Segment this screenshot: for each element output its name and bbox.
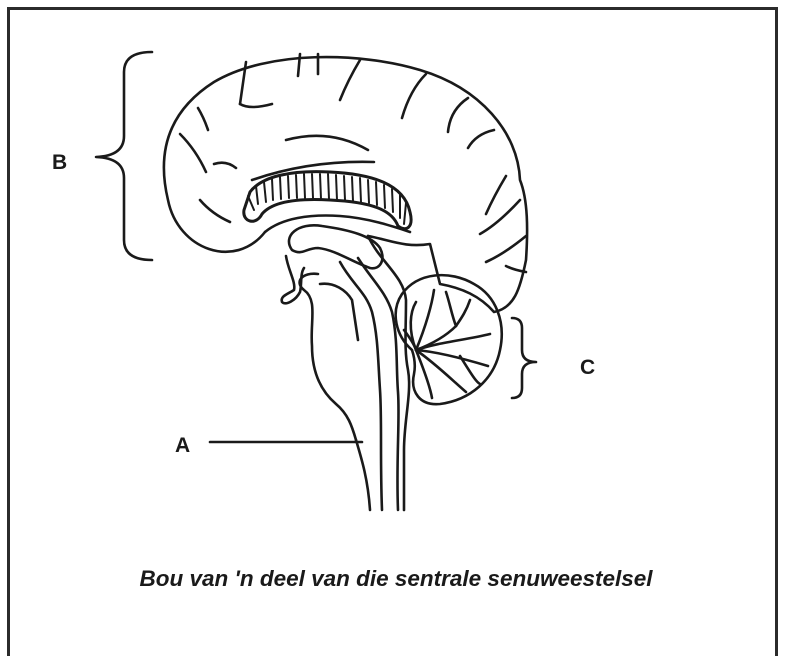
cerebrum-sulci (180, 54, 526, 272)
brainstem-left (356, 440, 370, 510)
label-a: A (175, 435, 190, 456)
pons-inner (320, 284, 358, 340)
label-b: B (52, 152, 67, 173)
label-c: C (580, 357, 595, 378)
pons (300, 274, 356, 440)
brainstem-channel-outer (340, 262, 382, 510)
cerebrum-outline (164, 57, 527, 312)
thalamus (289, 225, 382, 268)
brace-b (96, 52, 152, 260)
brace-c (512, 318, 536, 398)
cerebellum-folia (411, 290, 490, 398)
brainstem-back-edge (368, 236, 409, 510)
figure-caption: Bou van 'n deel van die sentrale senuwee… (0, 566, 792, 592)
